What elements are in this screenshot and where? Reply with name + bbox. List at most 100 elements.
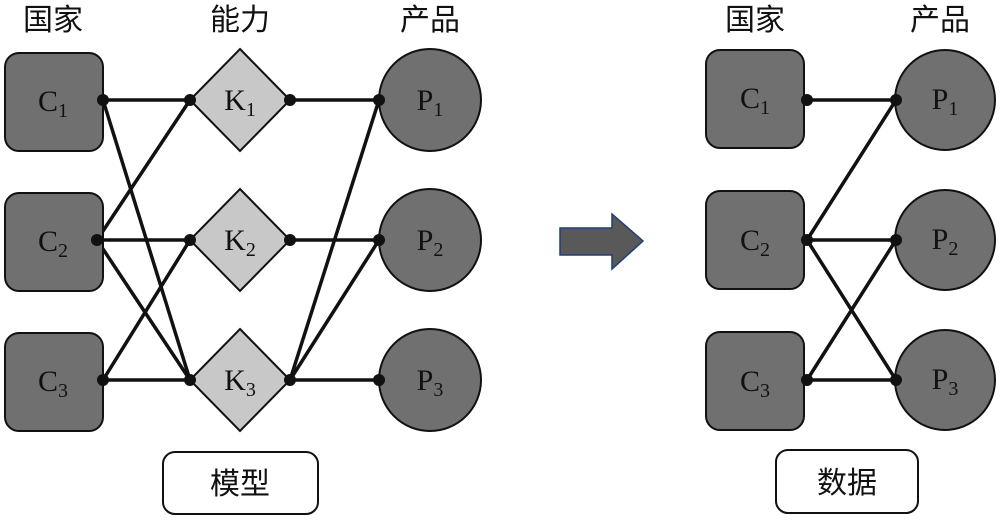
left-edges [95,98,381,382]
dot-right-p3 [890,374,902,386]
edge-right-c3-p2 [805,239,898,381]
svg-text:K3: K3 [224,364,256,401]
connection-dots [91,94,902,386]
dot-right-p2 [890,234,902,246]
edge-c2-k3 [95,239,192,381]
edge-right-c2-p1 [805,99,898,241]
dot-k2-in [184,234,196,246]
svg-text:C2: C2 [740,224,770,261]
header-capability: 能力 [210,3,270,38]
svg-text:P1: P1 [932,83,959,120]
left-product-3-sub: 3 [433,379,443,401]
left-product-2-letter: P [417,224,434,257]
header-product-right: 产品 [910,3,970,38]
capability-nodes: K1 K2 K3 [188,47,292,433]
right-edges [805,98,898,382]
svg-text:P3: P3 [932,363,959,400]
dot-left-p1 [373,94,385,106]
capability-3-letter: K [224,364,246,397]
dot-right-c3 [801,374,813,386]
right-product-1-sub: 1 [948,98,958,120]
capability-1-letter: K [224,84,246,117]
left-product-3-letter: P [417,364,434,397]
data-label: 数据 [817,466,877,501]
svg-text:P2: P2 [932,223,959,260]
svg-text:K1: K1 [224,84,256,121]
dot-left-c3 [97,374,109,386]
right-country-2-letter: C [740,224,760,257]
right-product-nodes: P1 P2 P3 [894,49,996,431]
left-country-3-sub: 3 [58,380,68,402]
svg-text:K2: K2 [224,224,256,261]
right-country-node-2: C2 [705,190,805,290]
right-country-node-3: C3 [705,331,805,431]
right-country-3-letter: C [740,365,760,398]
dot-left-c2 [91,234,103,246]
left-country-2-letter: C [38,225,58,258]
left-country-nodes: C1 C2 C3 [4,52,104,432]
svg-text:C3: C3 [740,365,770,402]
left-product-node-1: P1 [378,48,482,152]
left-product-1-sub: 1 [433,99,443,121]
right-country-nodes: C1 C2 C3 [705,49,805,431]
left-product-nodes: P1 P2 P3 [378,48,482,432]
dot-left-p3 [373,374,385,386]
left-country-3-letter: C [38,365,58,398]
header-country-left: 国家 [23,3,83,38]
transition-arrow-icon [559,212,645,271]
left-country-node-2: C2 [4,192,104,292]
dot-k1-in [184,94,196,106]
right-country-1-sub: 1 [760,97,770,119]
edge-c2-k1 [95,99,192,241]
svg-text:P3: P3 [417,364,444,401]
left-product-1-letter: P [417,84,434,117]
edge-k3-p1 [288,99,381,381]
right-product-2-letter: P [932,223,949,256]
dot-right-c2 [801,234,813,246]
right-product-3-sub: 3 [948,378,958,400]
dot-left-p2 [373,234,385,246]
left-product-node-3: P3 [378,328,482,432]
dot-k3-out [284,374,296,386]
dot-k2-out [284,234,296,246]
left-country-2-sub: 2 [58,240,68,262]
svg-text:C1: C1 [740,82,770,119]
capability-node-1: K1 [188,47,292,153]
dot-right-p1 [890,94,902,106]
dot-left-c1 [97,94,109,106]
left-product-2-sub: 2 [433,239,443,261]
right-product-node-1: P1 [894,49,996,151]
right-product-node-2: P2 [894,189,996,291]
edge-k3-p2 [288,239,381,381]
model-label: 模型 [210,467,270,502]
left-product-node-2: P2 [378,188,482,292]
left-country-1-letter: C [38,85,58,118]
capability-2-sub: 2 [246,239,256,261]
dot-k3-in [184,374,196,386]
data-label-box: 数据 [775,449,919,514]
right-product-3-letter: P [932,363,949,396]
header-country-right: 国家 [725,3,785,38]
right-country-1-letter: C [740,82,760,115]
left-country-node-3: C3 [4,332,104,432]
left-country-1-sub: 1 [58,100,68,122]
svg-text:C3: C3 [38,365,68,402]
svg-text:C2: C2 [38,225,68,262]
right-country-2-sub: 2 [760,239,770,261]
svg-text:P1: P1 [417,84,444,121]
model-label-box: 模型 [162,451,319,515]
right-product-2-sub: 2 [948,238,958,260]
dot-right-c1 [801,94,813,106]
capability-1-sub: 1 [246,99,256,121]
capability-2-letter: K [224,224,246,257]
dot-k1-out [284,94,296,106]
header-product-left: 产品 [400,3,460,38]
svg-text:P2: P2 [417,224,444,261]
right-country-3-sub: 3 [760,380,770,402]
right-country-node-1: C1 [705,49,805,149]
capability-node-2: K2 [188,187,292,293]
capability-node-3: K3 [188,327,292,433]
left-country-node-1: C1 [4,52,104,152]
right-product-node-3: P3 [894,329,996,431]
